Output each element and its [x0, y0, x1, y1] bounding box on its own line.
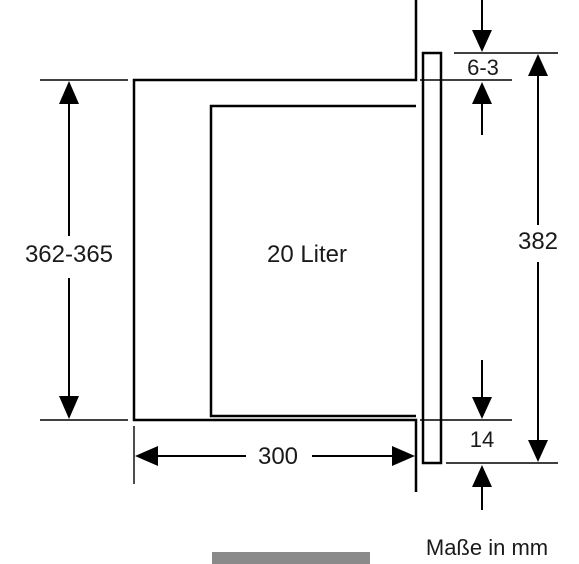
total-height-label: 382 [518, 228, 558, 255]
niche-outline [132, 0, 418, 492]
front-panel [421, 51, 443, 465]
capacity-label: 20 Liter [267, 241, 347, 268]
arrow-down-bottom-icon [472, 397, 492, 419]
arrow-up-icon [59, 81, 79, 104]
arrow-up-gap-icon [472, 82, 492, 104]
arrow-right-icon [392, 446, 415, 466]
arrow-left-icon [135, 446, 158, 466]
footer-bar [212, 552, 370, 564]
arrow-up-total-icon [528, 54, 548, 76]
arrow-up-bottom-icon [472, 465, 492, 487]
units-caption: Maße in mm [426, 535, 548, 560]
niche-height-label: 362-365 [25, 241, 113, 268]
bottom-offset-label: 14 [470, 427, 494, 452]
width-label: 300 [258, 443, 298, 470]
arrow-down-gap-icon [472, 30, 492, 52]
arrow-down-icon [59, 396, 79, 419]
top-gap-label: 6-3 [467, 55, 499, 80]
appliance-body [209, 104, 416, 418]
arrow-down-total-icon [528, 440, 548, 462]
